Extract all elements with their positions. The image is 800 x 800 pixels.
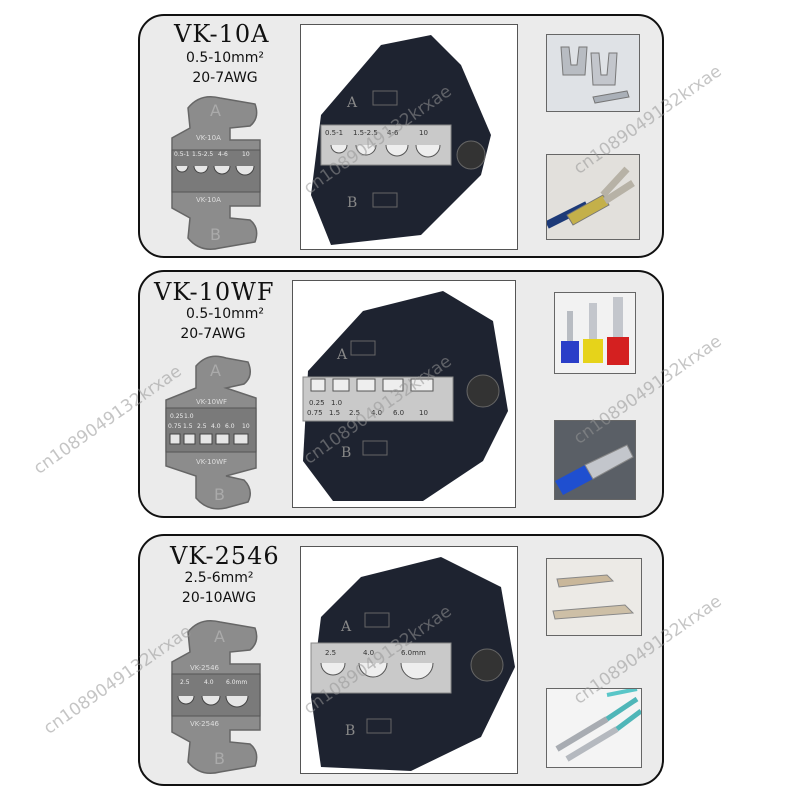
photo-size-label: 10 — [419, 129, 428, 137]
photo-size-label: 1.5 — [329, 409, 340, 417]
die-size-label: 4.0 — [211, 423, 221, 430]
die-model-label-top: VK-10A — [196, 134, 221, 142]
fork-terminal-image — [546, 34, 640, 112]
crimped-ferrule-image — [554, 420, 636, 500]
die-size-label: 0.75 — [168, 423, 182, 430]
die-size-label: 4-6 — [218, 151, 228, 158]
die-model-label-bottom: VK-10A — [196, 196, 221, 204]
model-title: VK-10WF — [154, 278, 275, 306]
die-size-label: 6.0 — [225, 423, 235, 430]
die-model-label-bottom: VK-10WF — [196, 458, 227, 466]
die-letter-a: A — [214, 627, 225, 646]
crimp-die-illustration: A B VK-10WF VK-10WF 0.25 1.0 0.75 1.5 2.… — [165, 355, 257, 510]
panel-vk-2546: VK-2546 2.5-6mm² 20-10AWG A B VK-2546 VK… — [138, 534, 664, 786]
photo-size-label: 10 — [419, 409, 428, 417]
die-size-label: 1.0 — [184, 413, 194, 420]
die-model-label-bottom: VK-2546 — [190, 720, 220, 728]
crimp-die-illustration: A B VK-10A VK-10A 0.5-1 1.5-2.5 4-6 10 — [171, 96, 261, 250]
photo-size-label: 2.5 — [325, 649, 336, 657]
range-metric: 0.5-10mm² — [185, 306, 265, 322]
photo-size-label: 4-6 — [387, 129, 399, 137]
die-letter-b: B — [347, 195, 357, 211]
crimper-photo: A B 2.5 4.0 6.0mm — [300, 546, 518, 774]
panel-vk-10wf: VK-10WF 0.5-10mm² 20-7AWG A B VK-10WF VK… — [138, 270, 664, 518]
model-title: VK-2546 — [170, 542, 280, 570]
photo-size-label: 4.0 — [371, 409, 382, 417]
photo-size-label: 1.0 — [331, 399, 342, 407]
die-size-label: 10 — [242, 151, 250, 158]
photo-size-label: 0.5-1 — [325, 129, 343, 137]
photo-size-label: 0.75 — [307, 409, 323, 417]
crimped-pin-terminals-image — [546, 688, 642, 768]
photo-size-label: 1.5-2.5 — [353, 129, 378, 137]
photo-size-label: 0.25 — [309, 399, 325, 407]
die-letter-b: B — [345, 723, 355, 739]
pin-terminals-image — [546, 558, 642, 636]
die-model-label-top: VK-2546 — [190, 664, 220, 672]
photo-size-label: 6.0 — [393, 409, 404, 417]
die-size-label: 2.5 — [180, 679, 190, 686]
photo-size-label: 6.0mm — [401, 649, 426, 657]
crimper-photo: A B 0.5-1 1.5-2.5 4-6 10 — [300, 24, 518, 250]
die-size-label: 1.5-2.5 — [192, 151, 213, 158]
ferrule-terminals-image — [554, 292, 636, 374]
die-letter-a: A — [336, 347, 348, 363]
range-awg: 20-10AWG — [181, 590, 257, 606]
die-size-label: 4.0 — [204, 679, 214, 686]
die-size-label: 6.0mm — [226, 679, 247, 686]
die-size-label: 0.25 — [170, 413, 184, 420]
range-metric: 2.5-6mm² — [184, 570, 254, 586]
model-title: VK-10A — [174, 20, 270, 48]
die-size-label: 2.5 — [197, 423, 207, 430]
die-letter-b: B — [210, 225, 221, 244]
die-size-label: 0.5-1 — [174, 151, 190, 158]
die-letter-b: B — [214, 749, 225, 768]
range-metric: 0.5-10mm² — [185, 50, 265, 66]
crimper-photo: A B 0.25 1.0 0.75 1.5 2.5 4.0 6.0 10 — [292, 280, 516, 508]
crimped-fork-terminal-image — [546, 154, 640, 240]
die-size-label: 1.5 — [183, 423, 193, 430]
die-letter-b: B — [214, 485, 225, 504]
die-model-label-top: VK-10WF — [196, 398, 227, 406]
range-awg: 20-7AWG — [180, 326, 246, 342]
photo-size-label: 4.0 — [363, 649, 374, 657]
panel-vk-10a: VK-10A 0.5-10mm² 20-7AWG A B VK-10A VK-1… — [138, 14, 664, 258]
range-awg: 20-7AWG — [192, 70, 258, 86]
crimp-die-illustration: A B VK-2546 VK-2546 2.5 4.0 6.0mm — [171, 620, 261, 774]
die-size-label: 10 — [242, 423, 250, 430]
die-letter-a: A — [340, 619, 352, 635]
photo-size-label: 2.5 — [349, 409, 360, 417]
die-letter-b: B — [341, 445, 351, 461]
die-letter-a: A — [210, 361, 221, 380]
die-letter-a: A — [210, 101, 221, 120]
die-letter-a: A — [346, 95, 358, 111]
